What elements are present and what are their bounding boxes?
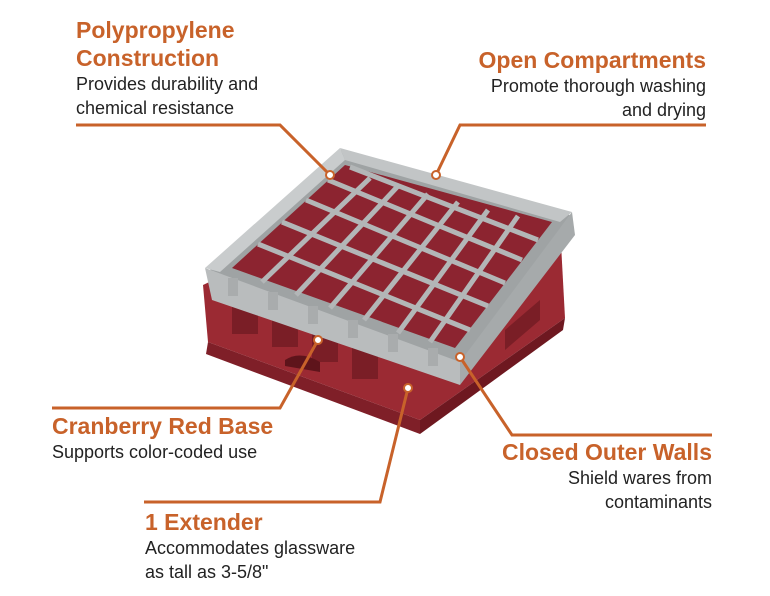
leader-extender <box>144 387 410 504</box>
callout-desc: chemical resistance <box>76 98 235 118</box>
callout-desc: contaminants <box>604 492 712 512</box>
leader-cranberry <box>52 339 320 410</box>
dot-extender <box>403 383 413 393</box>
leader-closed <box>458 356 712 437</box>
rack-frame <box>205 148 575 385</box>
dot-open <box>431 170 441 180</box>
callout-desc: as tall as 3-5/8" <box>145 562 269 582</box>
callout-desc: Shield wares from <box>567 468 712 488</box>
leader-dots <box>313 170 465 393</box>
callout-title: 1 Extender <box>145 509 263 535</box>
callout-title: Cranberry Red Base <box>52 413 274 439</box>
callout-closed-walls: Closed Outer Walls Shield wares from con… <box>470 438 712 514</box>
callout-desc: Provides durability and <box>76 74 259 94</box>
dot-cranberry <box>313 335 323 345</box>
leader-lines <box>52 123 712 504</box>
callout-open-compartments: Open Compartments Promote thorough washi… <box>440 46 706 122</box>
callout-title: Polypropylene <box>76 17 235 43</box>
dot-closed <box>455 352 465 362</box>
callout-desc: Supports color-coded use <box>52 442 258 462</box>
callout-desc: Promote thorough washing <box>490 76 706 96</box>
callout-extender: 1 Extender Accommodates glassware as tal… <box>145 508 445 584</box>
leader-open <box>434 123 706 176</box>
callout-title: Closed Outer Walls <box>501 439 712 465</box>
callout-title: Open Compartments <box>478 47 706 73</box>
callout-desc: and drying <box>621 100 706 120</box>
leader-polypropylene <box>76 123 332 177</box>
dot-polypropylene <box>325 170 335 180</box>
callout-polypropylene: Polypropylene Construction Provides dura… <box>76 16 356 120</box>
callout-desc: Accommodates glassware <box>145 538 356 558</box>
callout-cranberry: Cranberry Red Base Supports color-coded … <box>52 412 352 464</box>
callout-title: Construction <box>76 45 220 71</box>
